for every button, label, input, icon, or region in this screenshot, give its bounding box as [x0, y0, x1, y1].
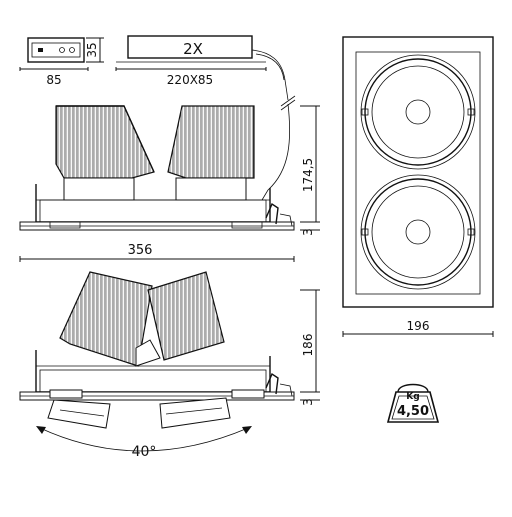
- weight-unit-label: Kg: [406, 392, 419, 402]
- side-height-label: 174,5: [301, 158, 315, 192]
- weight-icon: [386, 383, 440, 423]
- tilted-height-label: 186: [301, 334, 315, 357]
- tilt-angle-arc: [36, 426, 252, 452]
- connector-width-label: 85: [46, 73, 61, 87]
- connector-height-label: 35: [85, 42, 99, 57]
- side-view: [19, 105, 295, 231]
- driver-quantity-label: 2X: [183, 40, 203, 58]
- top-view: [342, 36, 494, 308]
- driver-size-label: 220X85: [167, 73, 213, 87]
- top-width-label: 196: [407, 319, 430, 333]
- side-width-label: 356: [128, 243, 153, 258]
- weight-value-label: 4,50: [397, 404, 429, 419]
- tilted-view: [19, 271, 295, 429]
- driver-box: [116, 35, 289, 101]
- connector-block: [27, 37, 85, 63]
- side-flange-label: 3: [301, 228, 315, 236]
- tilted-flange-label: 3: [301, 398, 315, 406]
- tilt-angle-label: 40°: [132, 444, 157, 460]
